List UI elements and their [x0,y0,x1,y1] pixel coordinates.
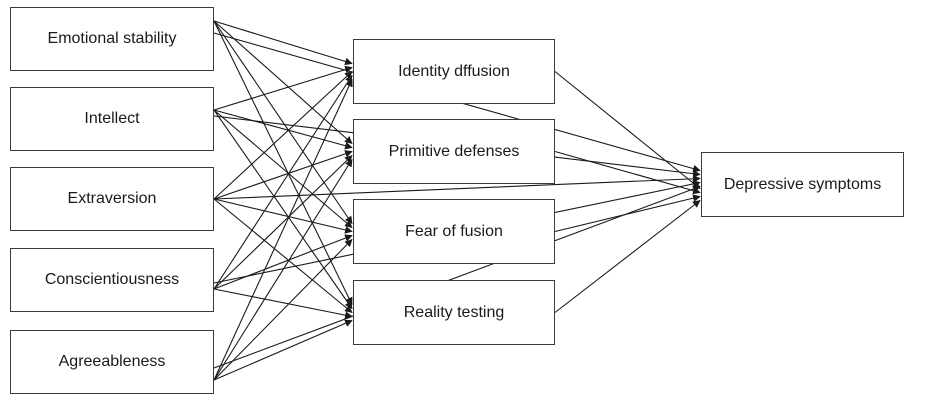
path-arrow-emotional-stability-to-identity-diffusion [213,20,353,66]
path-arrow-intellect-to-fear-of-fusion [213,109,353,228]
node-primitive-defenses: Primitive defenses [353,119,555,184]
path-arrow-extraversion-to-primitive-defenses [213,150,353,200]
node-label: Intellect [84,110,140,128]
path-arrow-agreeableness-to-primitive-defenses [213,158,353,381]
node-label: Agreeableness [58,353,166,371]
path-arrow-extraversion-to-depressive-symptoms [213,174,701,200]
path-arrow-intellect-to-identity-diffusion [213,65,353,111]
node-label: Primitive defenses [388,142,520,160]
path-arrow-conscientiousness-to-primitive-defenses [213,154,353,290]
path-arrow-agreeableness-to-depressive-symptoms [213,185,701,369]
node-identity-diffusion: Identity dffusion [353,39,555,104]
path-arrow-intellect-to-reality-testing [213,109,353,310]
node-depressive-symptoms: Depressive symptoms [701,152,904,217]
node-label: Identity dffusion [398,62,510,80]
node-label: Conscientiousness [44,271,180,289]
node-emotional-stability: Emotional stability [10,7,214,71]
path-arrow-intellect-to-primitive-defenses [213,109,353,150]
node-label: Reality testing [403,303,505,321]
node-label: Fear of fusion [405,222,503,240]
path-arrow-primitive-defenses-to-depressive-symptoms [554,150,701,195]
node-label: Extraversion [67,190,157,208]
path-arrow-identity-diffusion-to-depressive-symptoms [554,71,701,189]
node-extraversion: Extraversion [10,167,214,231]
node-fear-of-fusion: Fear of fusion [353,199,555,264]
path-arrow-extraversion-to-fear-of-fusion [213,198,353,234]
node-intellect: Intellect [10,87,214,151]
path-arrow-emotional-stability-to-reality-testing [213,20,353,306]
path-arrow-agreeableness-to-reality-testing [213,319,353,381]
path-arrow-emotional-stability-to-primitive-defenses [213,20,353,145]
node-label: Depressive symptoms [723,175,882,193]
path-arrow-extraversion-to-reality-testing [213,198,353,313]
path-arrow-conscientiousness-to-reality-testing [213,288,353,319]
path-arrow-conscientiousness-to-identity-diffusion [213,74,353,290]
node-label: Emotional stability [47,30,177,48]
node-conscientiousness: Conscientiousness [10,248,214,312]
path-arrow-extraversion-to-identity-diffusion [213,70,353,200]
path-arrow-agreeableness-to-fear-of-fusion [213,238,353,381]
node-reality-testing: Reality testing [353,280,555,345]
path-arrow-emotional-stability-to-fear-of-fusion [213,20,353,225]
path-arrow-conscientiousness-to-fear-of-fusion [213,234,353,290]
node-agreeableness: Agreeableness [10,330,214,394]
path-arrow-fear-of-fusion-to-depressive-symptoms [554,194,701,233]
path-arrow-reality-testing-to-depressive-symptoms [554,200,701,313]
